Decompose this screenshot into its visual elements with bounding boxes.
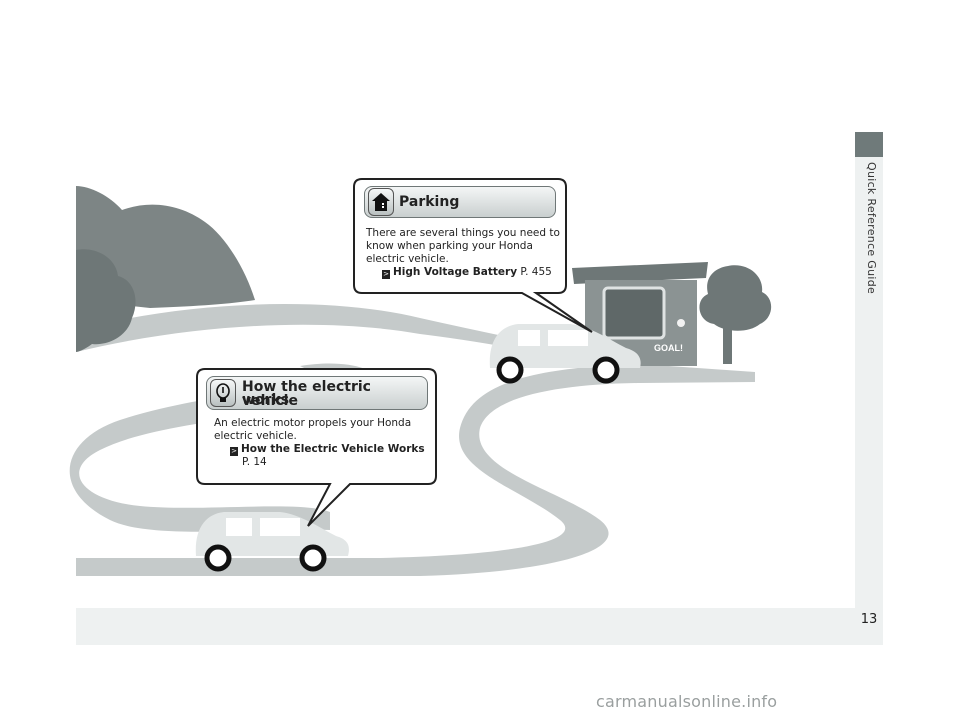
electric-line-1: An electric motor propels your Honda	[214, 417, 412, 429]
road	[76, 304, 755, 576]
house-icon	[368, 188, 394, 216]
parking-ref[interactable]: >High Voltage Battery P. 455	[366, 266, 562, 279]
electric-ref-page: P. 14	[242, 456, 267, 468]
parking-callout: Parking There are several things you nee…	[354, 179, 566, 293]
tree-trunk	[723, 318, 732, 364]
sidebar-label: Quick Reference Guide	[865, 162, 878, 295]
house-window	[602, 286, 666, 340]
electric-body: An electric motor propels your Honda ele…	[214, 417, 429, 469]
sidebar-strip	[855, 157, 883, 645]
parking-body: There are several things you need to kno…	[366, 227, 562, 279]
parking-ref-title: High Voltage Battery	[393, 266, 518, 278]
goal-sign: GOAL!	[650, 340, 684, 354]
electric-title-line-1: How the electric vehicle	[242, 379, 371, 409]
footer-band	[76, 608, 855, 645]
reference-arrow-icon: >	[382, 270, 390, 279]
house-roof	[572, 262, 708, 284]
electric-title-line-2: works	[242, 392, 290, 408]
electric-header: How the electric vehicle works	[206, 376, 428, 410]
electric-line-2: electric vehicle.	[214, 430, 297, 442]
bush	[76, 249, 136, 352]
parking-title: Parking	[399, 194, 460, 210]
page-number: 13	[860, 612, 878, 627]
house-lamp	[677, 319, 685, 327]
car-top	[489, 324, 641, 384]
electric-ref-title: How the Electric Vehicle Works	[241, 443, 425, 455]
parking-ref-page: P. 455	[520, 266, 552, 278]
parking-line-3: electric vehicle.	[366, 253, 449, 265]
reference-arrow-icon: >	[230, 447, 238, 456]
lightbulb-icon	[210, 379, 236, 407]
parking-line-1: There are several things you need to	[366, 227, 560, 239]
watermark: carmanualsonline.info	[596, 692, 778, 711]
parking-header: Parking	[364, 186, 556, 218]
sidebar-tab	[855, 132, 883, 157]
electric-callout: How the electric vehicle works An electr…	[197, 369, 436, 484]
electric-ref[interactable]: >How the Electric Vehicle Works	[214, 443, 429, 456]
goal-text: GOAL!	[654, 343, 683, 353]
parking-line-2: know when parking your Honda	[366, 240, 533, 252]
tree-crown	[699, 265, 772, 331]
